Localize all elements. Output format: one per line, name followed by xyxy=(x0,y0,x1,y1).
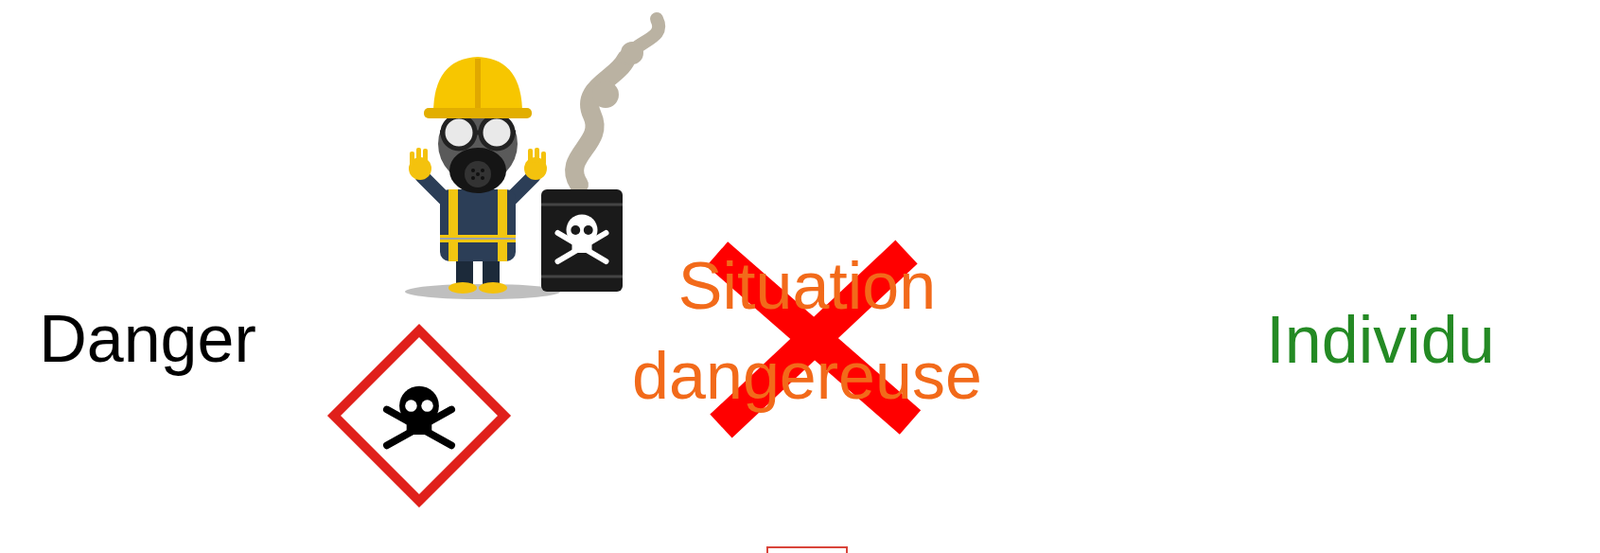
worker-figure xyxy=(404,56,561,299)
ellipse-shape xyxy=(527,120,1598,552)
small-red-box xyxy=(767,546,847,553)
individual-label: Individu xyxy=(1265,299,1495,380)
situation-label: Situation dangereuse xyxy=(584,241,1030,421)
individual-ellipse: Individu xyxy=(525,117,1600,553)
danger-ellipse: Danger xyxy=(7,120,1092,553)
danger-label: Danger xyxy=(38,298,257,379)
smoke xyxy=(574,18,659,185)
ghs-toxic-pictogram xyxy=(334,330,505,501)
ellipse-shape xyxy=(10,123,1090,551)
toxic-barrel xyxy=(541,189,623,292)
